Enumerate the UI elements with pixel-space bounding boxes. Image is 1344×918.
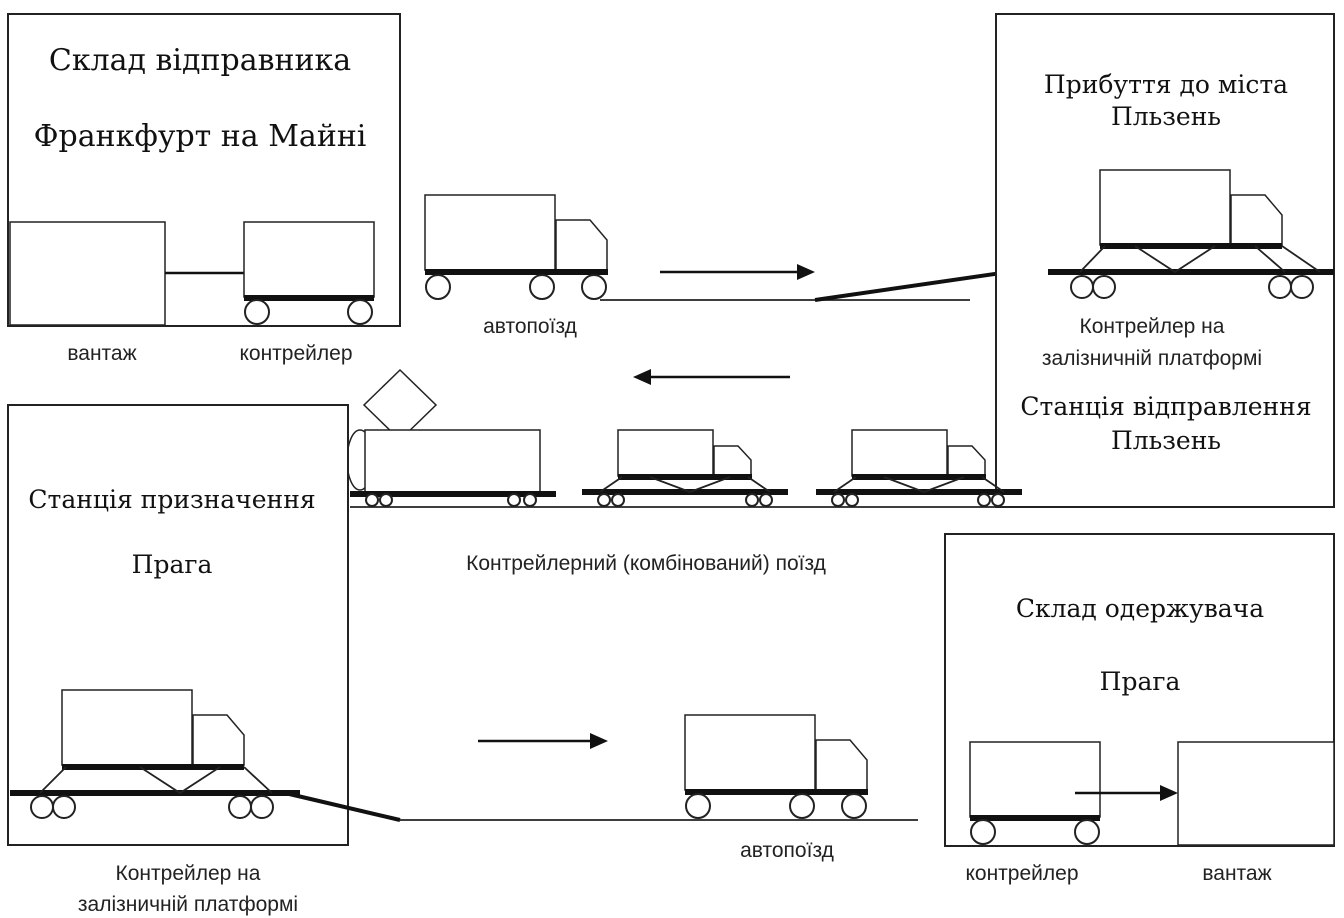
departure-station-line2: Пльзень bbox=[1111, 426, 1221, 455]
receiver-trailer-on-wheels bbox=[969, 741, 1101, 845]
destination-platform-label-line1: Контрейлер на bbox=[116, 862, 261, 885]
destination-platform-label-line2: залізничній платформі bbox=[78, 893, 298, 916]
plzen-station-frame bbox=[995, 13, 1335, 508]
receiver-warehouse-title: Склад одержувача bbox=[1016, 594, 1264, 623]
receiver-trailer-label: контрейлер bbox=[965, 862, 1078, 885]
rail-wagon-2 bbox=[816, 429, 1022, 507]
receiver-warehouse-city: Прага bbox=[1100, 667, 1181, 696]
cargo-label: вантаж bbox=[67, 342, 136, 365]
plzen-platform-label-line1: Контрейлер на bbox=[1080, 315, 1225, 338]
destination-station-frame bbox=[7, 404, 349, 846]
sender-warehouse-title: Склад відправника bbox=[49, 43, 351, 78]
sender-warehouse-city: Франкфурт на Майні bbox=[34, 119, 367, 154]
trailer-on-rail-platform bbox=[1048, 169, 1334, 299]
cargo-block bbox=[9, 221, 166, 326]
locomotive bbox=[346, 368, 556, 507]
loading-ramp-top bbox=[814, 268, 1023, 302]
plzen-platform-label-line2: залізничній платформі bbox=[1042, 347, 1262, 370]
arrival-title-line1: Прибуття до міста bbox=[1044, 70, 1288, 99]
destination-station-city: Прага bbox=[132, 550, 213, 579]
direction-arrow-right-bottom-icon bbox=[478, 733, 608, 749]
combined-train-label: Контрейлерний (комбінований) поїзд bbox=[466, 552, 826, 575]
loading-ramp-bottom bbox=[284, 791, 401, 822]
arrival-title-line2: Пльзень bbox=[1111, 102, 1221, 131]
direction-arrow-left-icon bbox=[633, 369, 790, 385]
trailer-on-wheels bbox=[243, 221, 375, 325]
direction-arrow-right-icon bbox=[660, 264, 815, 280]
sender-warehouse: Склад відправника Франкфурт на Майні bbox=[7, 13, 401, 327]
road-train-top-label: автопоїзд bbox=[483, 315, 577, 338]
road-train-bottom bbox=[684, 714, 868, 819]
trailer-label: контрейлер bbox=[239, 342, 352, 365]
road-train-top bbox=[424, 194, 608, 300]
rail-wagon-1 bbox=[582, 429, 788, 507]
departure-station-line1: Станція відправлення bbox=[1020, 392, 1311, 421]
received-cargo-block bbox=[1177, 741, 1335, 846]
receiver-cargo-label: вантаж bbox=[1202, 862, 1271, 885]
trailer-on-rail-platform-destination bbox=[10, 689, 300, 819]
destination-station-title: Станція призначення bbox=[28, 485, 315, 514]
road-train-bottom-label: автопоїзд bbox=[740, 839, 834, 862]
unload-arrow-right-icon bbox=[1075, 785, 1178, 801]
